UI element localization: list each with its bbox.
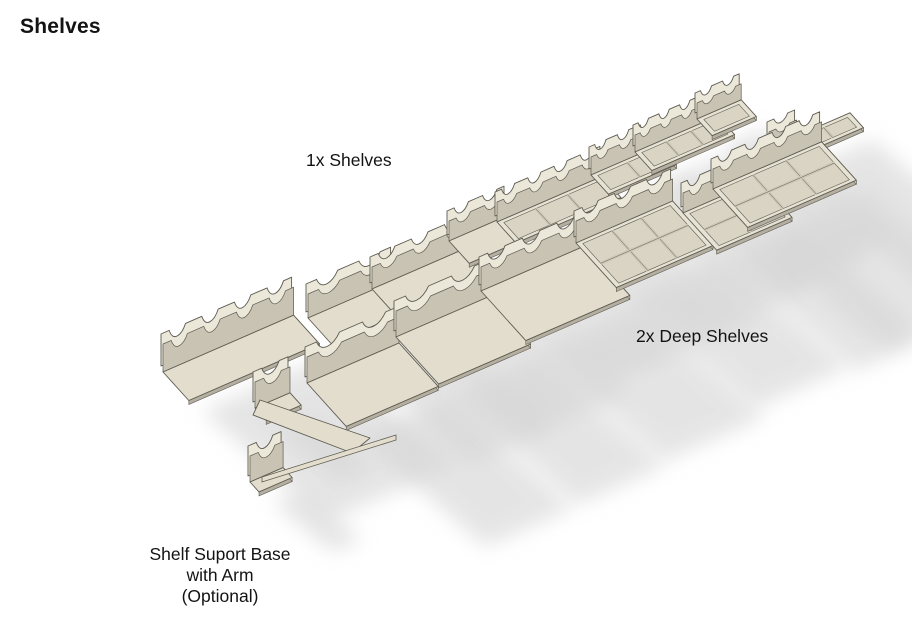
label-1x-shelves: 1x Shelves — [306, 150, 392, 170]
part-shelf-2x-1 — [304, 306, 439, 431]
shadow — [730, 229, 912, 371]
part-support-arm — [247, 431, 397, 497]
part-tray-2x-3 — [710, 111, 857, 232]
part-tray-2x-1 — [573, 168, 714, 293]
part-shelf-2x-2 — [393, 260, 532, 389]
part-support-base — [252, 356, 371, 454]
page-title: Shelves — [20, 15, 101, 38]
label-2x-deep-shelves: 2x Deep Shelves — [636, 326, 769, 346]
shadow — [539, 307, 765, 461]
shadow — [761, 192, 912, 348]
shadow — [630, 257, 848, 408]
shadow — [272, 489, 363, 553]
part-tray-1x-4 — [694, 73, 757, 141]
shadow — [452, 356, 666, 505]
label-shelf-support-base: Shelf Suport Base with Arm (Optional) — [149, 544, 291, 606]
arm-rod — [261, 434, 397, 483]
shadow — [359, 398, 574, 547]
